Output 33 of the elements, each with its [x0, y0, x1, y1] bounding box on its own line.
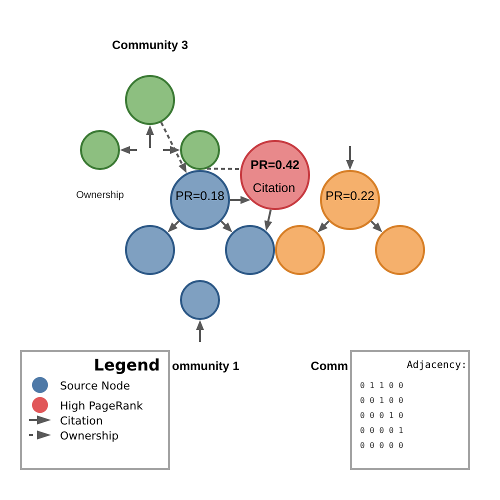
community-label: ommunity 1 — [172, 358, 240, 374]
arrow — [370, 220, 382, 232]
dashed-arrow — [160, 122, 187, 174]
community-label: Comm — [310, 358, 348, 374]
arrow — [168, 220, 180, 232]
arrow — [220, 220, 232, 232]
matrix-row-text: 0 0 1 0 0 — [360, 395, 404, 407]
matrix-row-text: 0 0 0 1 0 — [360, 410, 404, 422]
arrow — [146, 125, 154, 148]
panel-title: Adjacency: — [406, 360, 468, 372]
matrix-row-text: 0 0 0 0 1 — [360, 425, 404, 437]
arrow — [318, 220, 330, 232]
node-label: PR=0.18 — [176, 189, 224, 203]
annotation-label: Ownership — [76, 190, 124, 202]
arrow — [346, 146, 354, 170]
matrix-row-text: 0 0 0 0 0 — [360, 440, 404, 452]
matrix-row-text: 0 1 1 0 0 — [360, 380, 404, 392]
arrow — [120, 146, 137, 154]
arrow — [196, 320, 204, 342]
node-label: PR=0.42 — [250, 158, 300, 172]
legend-label: High PageRank — [60, 400, 143, 412]
arrow — [163, 146, 180, 154]
node-label: PR=0.22 — [326, 189, 374, 203]
matrix-panel — [350, 350, 470, 470]
edge-label: Citation — [252, 181, 296, 195]
legend-title: Legend — [94, 355, 160, 375]
community-label: Community 3 — [112, 38, 188, 52]
legend-label: Ownership — [60, 430, 119, 442]
legend-label: Source Node — [60, 380, 130, 392]
arrow — [264, 210, 272, 231]
dashed-connector-line — [207, 168, 241, 170]
legend-label: Citation — [60, 414, 103, 428]
arrow — [230, 196, 250, 204]
